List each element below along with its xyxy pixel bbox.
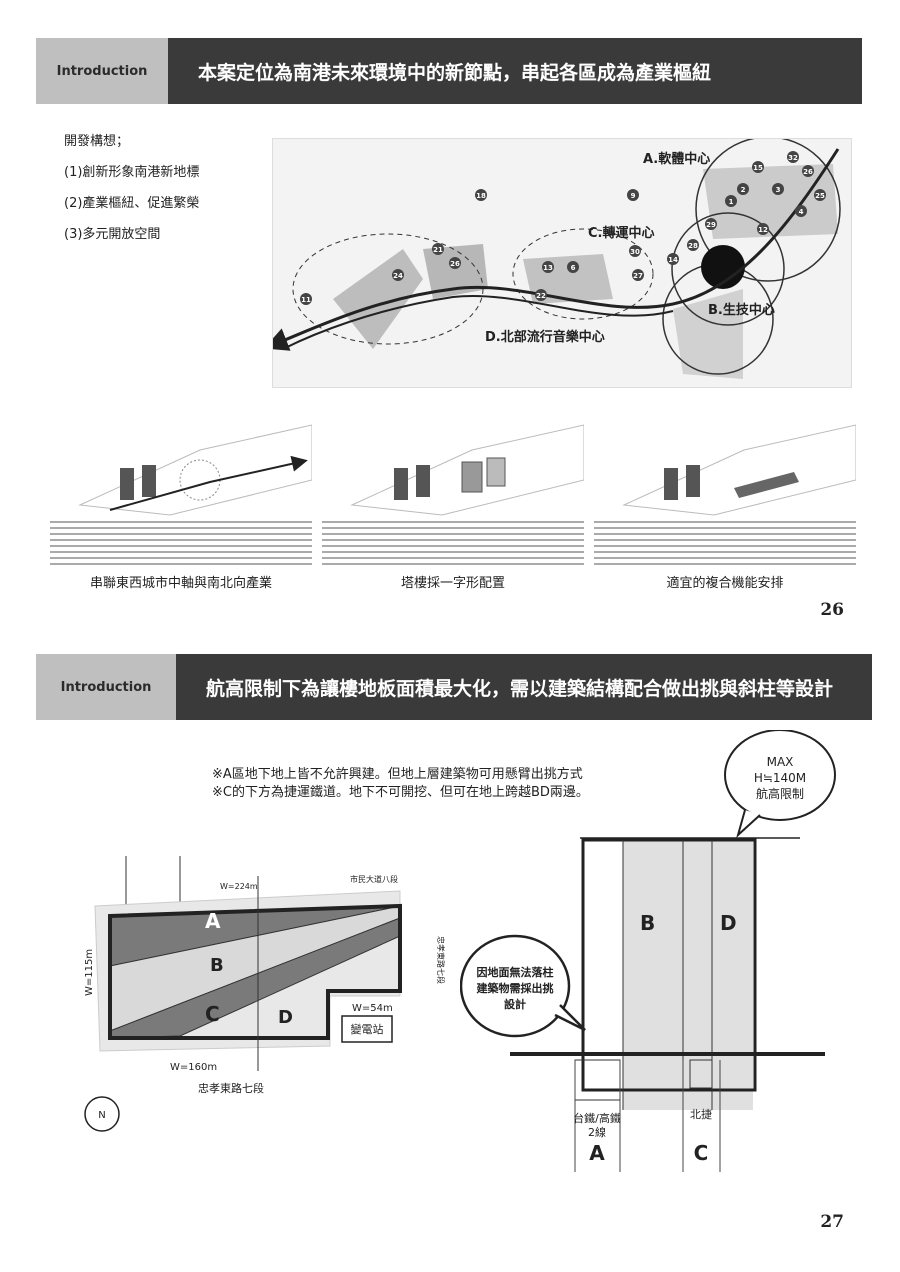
- concept-list: 開發構想； (1)創新形象南港新地標 (2)產業樞紐、促進繁榮 (3)多元開放空…: [64, 126, 199, 250]
- cantilever-line: 設計: [504, 997, 526, 1011]
- map-marker: 3: [776, 186, 781, 194]
- site-map: A.軟體中心 B.生技中心 C.轉運中心 D.北部流行音樂中心 32 26 25…: [263, 136, 852, 388]
- zone-c: C: [205, 1002, 220, 1026]
- map-marker: 6: [571, 264, 576, 272]
- zone-a: A: [205, 909, 221, 933]
- note-line: ※A區地下地上皆不允許興建。但地上層建築物可用懸臂出挑方式: [212, 767, 583, 782]
- diagram-axis: [50, 420, 313, 570]
- rail-lines: 2線: [588, 1125, 606, 1139]
- page2-title: 航高限制下為讓樓地板面積最大化，需以建築結構配合做出挑與斜柱等設計: [176, 654, 872, 720]
- site-plan-svg: 變電站 W=54m W=224m 市民大道八段 W=160m 忠孝東路七段 W=…: [84, 775, 446, 1132]
- map-marker: 1: [729, 198, 734, 206]
- road-bottom: 忠孝東路七段: [198, 1081, 264, 1095]
- concept-item: (3)多元開放空間: [64, 227, 161, 242]
- w-top: W=224m: [220, 882, 258, 891]
- cantilever-line: 建築物需採出挑: [477, 981, 554, 995]
- diagram-mixed-svg: [594, 424, 857, 565]
- map-marker: 26: [450, 260, 460, 268]
- diagram-axis-svg: [50, 424, 313, 565]
- map-marker: 18: [476, 192, 486, 200]
- map-marker: 15: [753, 164, 763, 172]
- section-zone-c: C: [694, 1141, 709, 1165]
- north-arrow-label: N: [98, 1110, 105, 1121]
- zone-b: B: [210, 955, 224, 976]
- concept-item: (1)創新形象南港新地標: [64, 165, 200, 180]
- mrt-label: 北捷: [690, 1107, 712, 1121]
- zone-d: D: [278, 1007, 293, 1028]
- map-marker: 32: [788, 154, 798, 162]
- map-svg: A.軟體中心 B.生技中心 C.轉運中心 D.北部流行音樂中心 32 26 25…: [263, 136, 841, 379]
- page-number: 27: [820, 1212, 844, 1232]
- concept-heading: 開發構想；: [64, 134, 130, 149]
- map-marker: 27: [633, 272, 643, 280]
- map-marker: 4: [799, 208, 804, 216]
- diagram-tower: [322, 420, 585, 570]
- section-zone-d: D: [720, 911, 737, 935]
- map-marker: 26: [803, 168, 813, 176]
- page1-title: 本案定位為南港未來環境中的新節點，串起各區成為產業樞紐: [168, 38, 862, 104]
- map-marker: 11: [301, 296, 311, 304]
- page1-header: Introduction 本案定位為南港未來環境中的新節點，串起各區成為產業樞紐: [36, 38, 862, 104]
- north-arrow-icon: [84, 1096, 120, 1132]
- note-line: ※C的下方為捷運鐵道。地下不可開挖、但可在地上跨越BD兩邊。: [212, 785, 589, 800]
- map-marker: 13: [543, 264, 553, 272]
- section-svg: MAX H≒140M 航高限制 B D 因地面無法落柱 建築物需採出挑 設計 台…: [459, 729, 836, 1172]
- cantilever-line: 因地面無法落柱: [477, 965, 554, 979]
- section-zone-b: B: [640, 911, 655, 935]
- map-marker: 21: [433, 246, 443, 254]
- w-station: W=54m: [352, 1003, 393, 1014]
- section-diagram: MAX H≒140M 航高限制 B D 因地面無法落柱 建築物需採出挑 設計 台…: [459, 729, 880, 1190]
- map-marker: 29: [706, 221, 716, 229]
- bubble-height: H≒140M: [754, 771, 806, 785]
- rail-label: 台鐵/高鐵: [573, 1111, 621, 1125]
- page2-header: Introduction 航高限制下為讓樓地板面積最大化，需以建築結構配合做出挑…: [36, 654, 872, 720]
- map-label-a: A.軟體中心: [643, 151, 710, 167]
- site-plan: 變電站 W=54m W=224m 市民大道八段 W=160m 忠孝東路七段 W=…: [80, 775, 460, 1136]
- concept-item: (2)產業樞紐、促進繁榮: [64, 196, 200, 211]
- w-left: W=115m: [84, 949, 95, 996]
- caption-mixed: 適宜的複合機能安排: [666, 576, 784, 591]
- map-label-c: C.轉運中心: [588, 225, 654, 241]
- map-label-b: B.生技中心: [708, 302, 775, 318]
- bubble-max: MAX: [767, 755, 794, 769]
- w-bottom: W=160m: [170, 1062, 217, 1073]
- page-number: 26: [820, 600, 844, 620]
- map-marker: 25: [815, 192, 825, 200]
- bubble-limit: 航高限制: [756, 786, 804, 801]
- map-marker: 28: [688, 242, 698, 250]
- map-marker: 12: [758, 226, 768, 234]
- map-marker: 22: [536, 292, 546, 300]
- map-marker: 2: [741, 186, 746, 194]
- intro-tag: Introduction: [36, 654, 176, 720]
- caption-tower: 塔樓採一字形配置: [400, 576, 505, 591]
- map-marker: 9: [631, 192, 636, 200]
- map-label-d: D.北部流行音樂中心: [485, 329, 605, 345]
- substation-label: 變電站: [351, 1022, 384, 1036]
- road-right: 忠孝東路七段: [436, 936, 446, 984]
- map-marker: 24: [393, 272, 403, 280]
- caption-axis: 串聯東西城市中軸與南北向產業: [89, 576, 272, 591]
- section-zone-a: A: [589, 1141, 605, 1165]
- map-marker: 14: [668, 256, 678, 264]
- diagram-tower-svg: [322, 424, 585, 565]
- intro-tag: Introduction: [36, 38, 168, 104]
- diagram-mixed: [594, 420, 857, 570]
- road-top: 市民大道八段: [350, 874, 398, 884]
- map-marker: 30: [630, 248, 640, 256]
- site-notes: ※A區地下地上皆不允許興建。但地上層建築物可用懸臂出挑方式 ※C的下方為捷運鐵道…: [212, 766, 589, 802]
